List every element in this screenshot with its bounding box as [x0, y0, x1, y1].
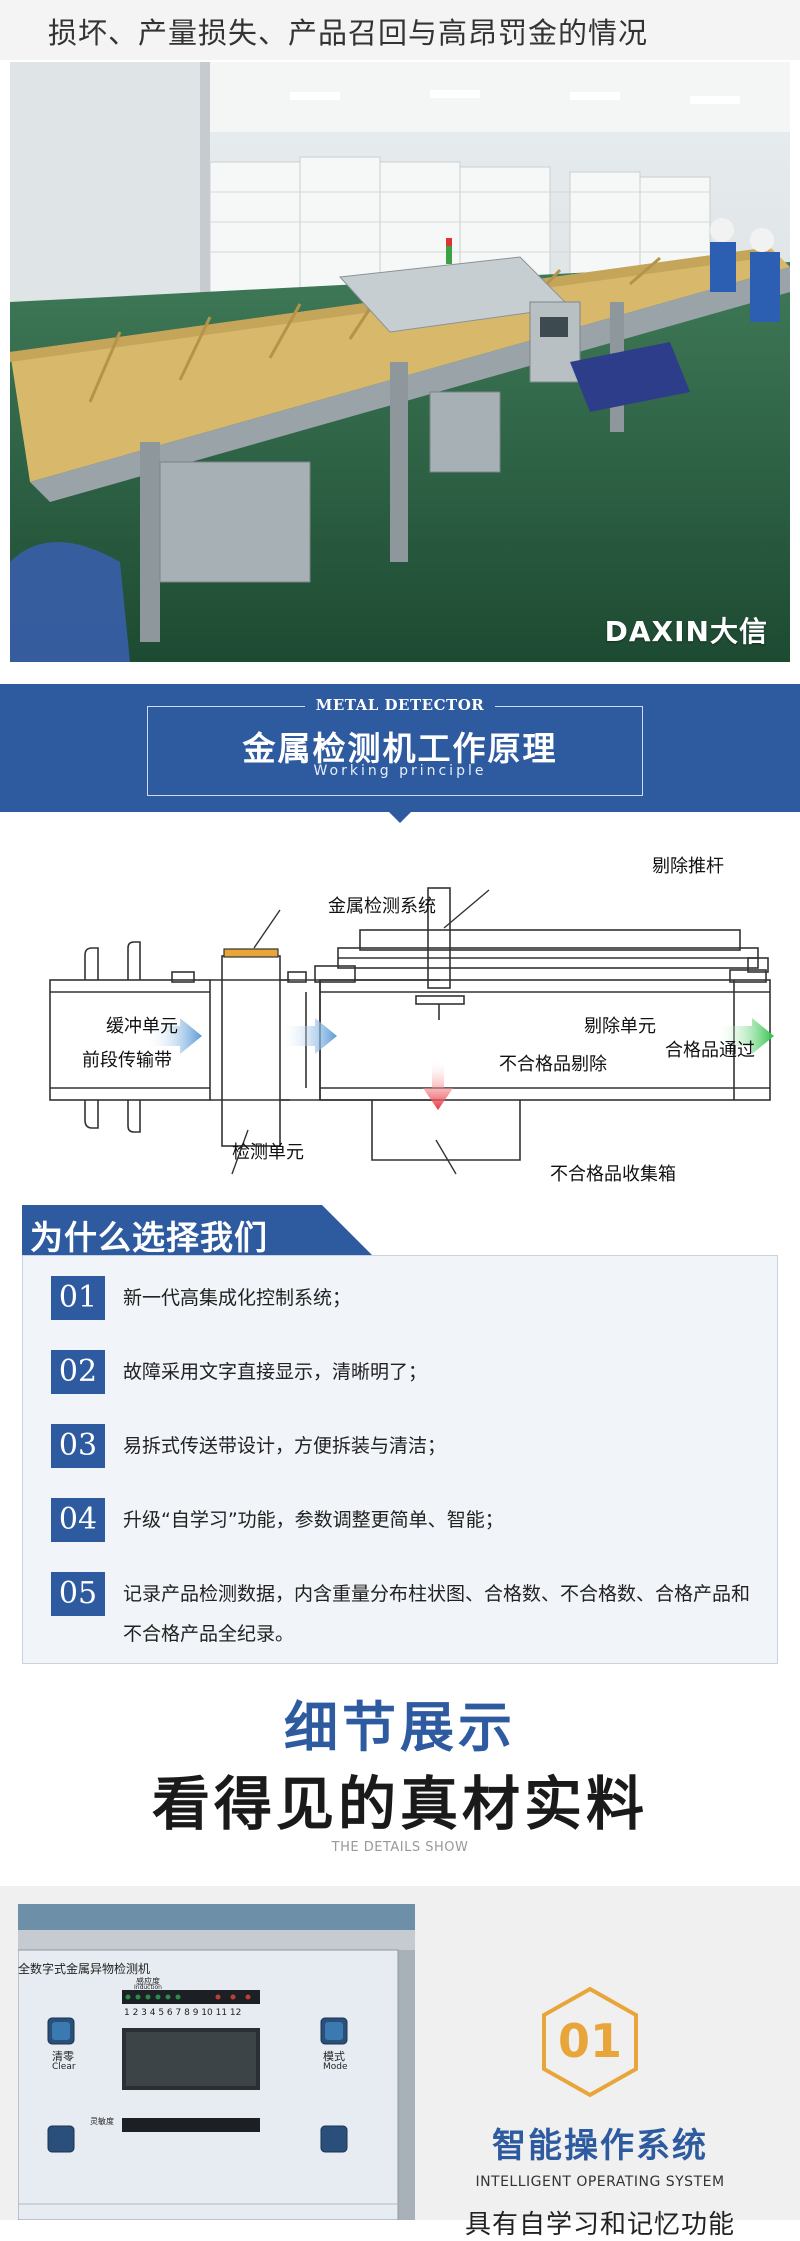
- why-item-number: 02: [51, 1350, 105, 1394]
- why-item-number: 04: [51, 1498, 105, 1542]
- label-pass: 合格品通过: [665, 1040, 755, 1061]
- why-item-number: 05: [51, 1572, 105, 1616]
- label-buffer-unit: 缓冲单元: [106, 1016, 178, 1037]
- why-item-text: 故障采用文字直接显示，清晰明了；: [123, 1361, 428, 1383]
- feature-panel: 全数字式金属异物检测机 感应度 Induction 1 2 3 4 5 6 7 …: [0, 1886, 800, 2240]
- factory-photo: DAXIN大信: [10, 62, 790, 662]
- label-detect-unit: 检测单元: [232, 1142, 304, 1163]
- sensitivity-label: 感应度: [136, 1977, 160, 1986]
- why-title: 为什么选择我们: [30, 1218, 268, 1257]
- mode-label-en: Mode: [323, 2062, 348, 2072]
- clear-label-en: Clear: [52, 2062, 76, 2072]
- top-caption-bar: 损坏、产量损失、产品召回与高昂罚金的情况: [0, 0, 800, 60]
- sensitivity-scale: 1 2 3 4 5 6 7 8 9 10 11 12: [124, 2008, 242, 2018]
- sensitivity-label-en: Induction: [134, 1984, 162, 1991]
- brand-watermark: DAXIN大信: [604, 615, 768, 648]
- banner-notch-icon: [388, 811, 412, 823]
- why-list: 01 新一代高集成化控制系统； 02 故障采用文字直接显示，清晰明了； 03 易…: [22, 1255, 778, 1664]
- why-item-text: 易拆式传送带设计，方便拆装与清洁；: [123, 1435, 447, 1457]
- why-choose-us-section: 为什么选择我们 01 新一代高集成化控制系统； 02 故障采用文字直接显示，清晰…: [22, 1205, 778, 1665]
- working-principle-banner: METAL DETECTOR 金属检测机工作原理 Working princip…: [0, 684, 800, 812]
- banner-label-en: METAL DETECTOR: [305, 696, 495, 716]
- device-title-label: 全数字式金属异物检测机: [18, 1962, 151, 1976]
- details-subtitle: 看得见的真材实料: [151, 1770, 648, 1838]
- why-item-text: 新一代高集成化控制系统；: [123, 1287, 352, 1309]
- mode-label: 模式: [323, 2050, 345, 2063]
- diagram-drawing: [49, 887, 774, 1175]
- label-reject: 不合格品剔除: [499, 1054, 607, 1075]
- why-item-text: 记录产品检测数据，内含重量分布柱状图、合格数、不合格数、合格产品和不合格产品全纪…: [123, 1583, 751, 1645]
- clear-label: 清零: [52, 2050, 74, 2063]
- banner-title: 金属检测机工作原理: [242, 729, 558, 768]
- feature-number: 01: [557, 2014, 622, 2068]
- details-title: 细节展示: [284, 1696, 516, 1759]
- feature-title: 智能操作系统: [492, 2126, 708, 2166]
- feature-title-en: INTELLIGENT OPERATING SYSTEM: [475, 2174, 725, 2190]
- control-panel-photo: 全数字式金属异物检测机 感应度 Induction 1 2 3 4 5 6 7 …: [18, 1904, 415, 2220]
- banner-subtitle: Working principle: [313, 763, 487, 779]
- details-section-heading: 细节展示 看得见的真材实料 THE DETAILS SHOW: [0, 1665, 800, 1865]
- title-tab-shape: [22, 1205, 372, 1255]
- label-front-belt: 前段传输带: [82, 1050, 172, 1071]
- hexagon-badge-icon: [542, 1986, 638, 2098]
- label-reject-unit: 剔除单元: [584, 1016, 656, 1037]
- why-item-text: 升级“自学习”功能，参数调整更简单、智能；: [123, 1509, 504, 1531]
- feature-description: 具有自学习和记忆功能: [464, 2210, 735, 2240]
- sensitivity2-label: 灵敏度: [90, 2117, 114, 2126]
- label-detection-system: 金属检测系统: [328, 896, 436, 917]
- why-title-tab: 为什么选择我们: [22, 1205, 372, 1257]
- working-principle-diagram: 剔除推杆 金属检测系统 缓冲单元 前段传输带 剔除单元 合格品通过 不合格品剔除…: [20, 830, 780, 1200]
- why-item-number: 01: [51, 1276, 105, 1320]
- control-panel-illustration: [18, 1904, 415, 2220]
- label-collect-box: 不合格品收集箱: [550, 1164, 676, 1185]
- factory-illustration: [10, 62, 790, 662]
- details-title-en: THE DETAILS SHOW: [331, 1840, 469, 1855]
- why-item-number: 03: [51, 1424, 105, 1468]
- top-caption-text: 损坏、产量损失、产品召回与高昂罚金的情况: [48, 16, 649, 50]
- label-reject-rod: 剔除推杆: [652, 856, 724, 877]
